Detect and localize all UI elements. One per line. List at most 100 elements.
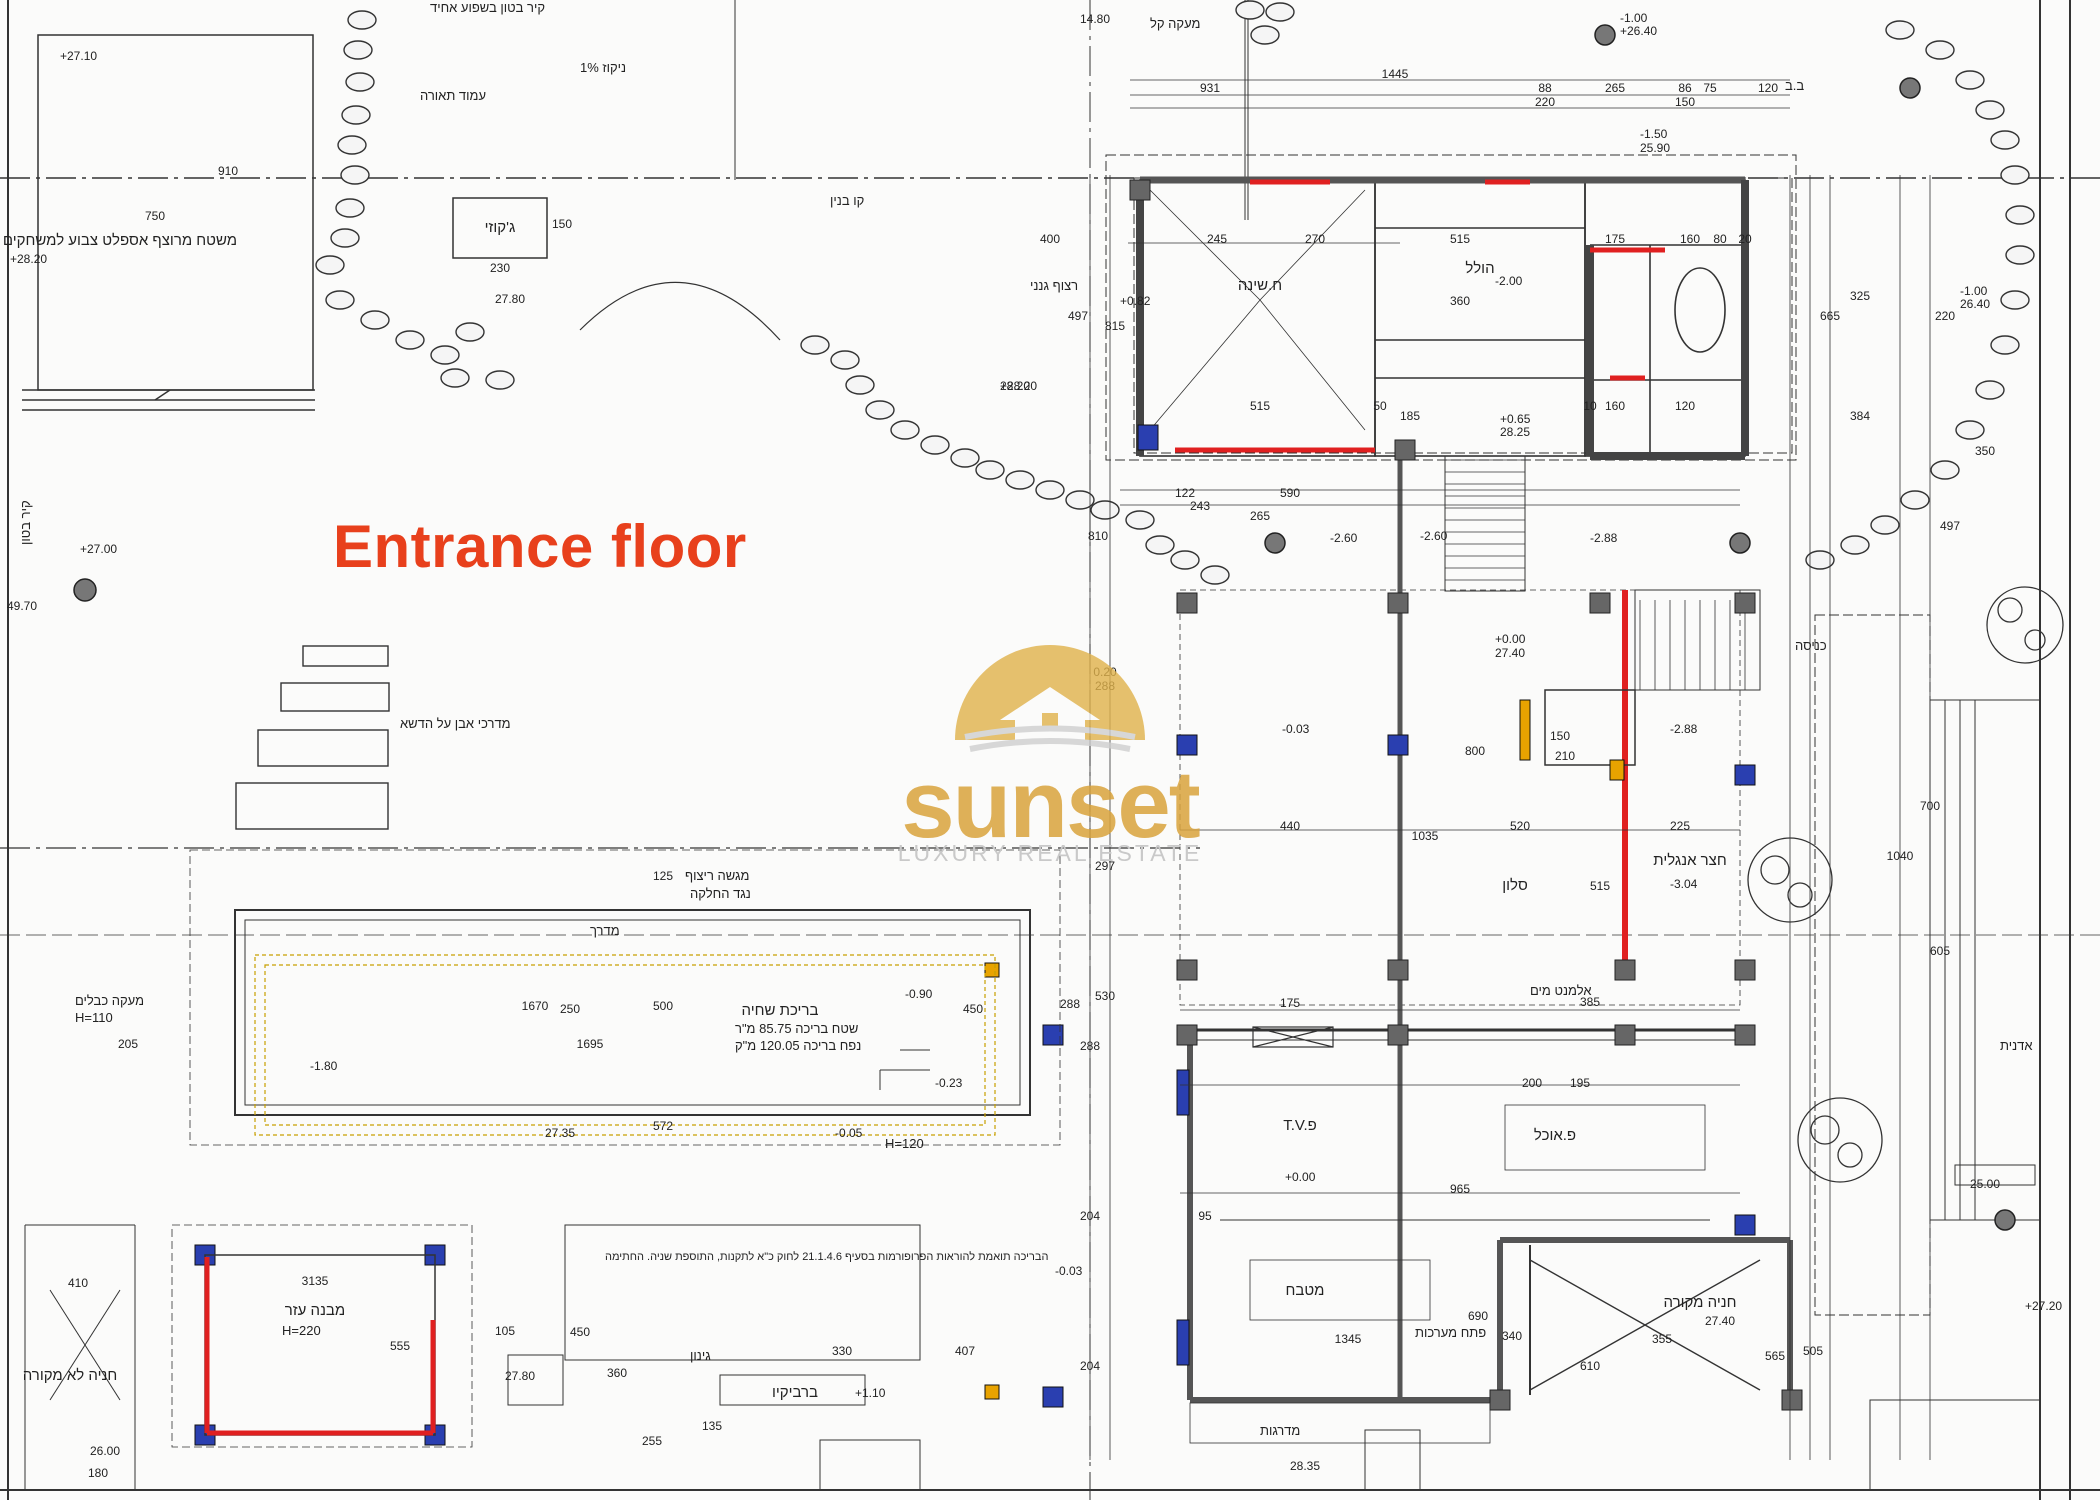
dim-24: 515: [1250, 399, 1270, 413]
elev-6: +26.40: [1620, 24, 1657, 38]
blue-columns: [194, 424, 1756, 1446]
note-bb: ב.ב: [1785, 78, 1804, 93]
elev-31: 27.80: [505, 1369, 535, 1383]
dim-47: 150: [1550, 729, 1570, 743]
dim-1: 1445: [1382, 67, 1409, 81]
elev-21: -3.04: [1670, 877, 1698, 891]
note-cable-railing: מעקה כבלים: [75, 993, 144, 1008]
note-concrete-wall-side: קיר בטון: [18, 500, 33, 545]
dim-87: 297: [1095, 859, 1115, 873]
dim-83: 49.70: [7, 599, 37, 613]
room-label-english-yard: חצר אנגלית: [1653, 852, 1726, 869]
garden-arc-path: [579, 281, 781, 341]
elev-4: 27.80: [495, 292, 525, 306]
note-pool-paving: מגשה ריצוף: [685, 868, 749, 883]
dim-58: 195: [1570, 1076, 1590, 1090]
elev-14: -2.60: [1330, 531, 1358, 545]
elev-24: -0.23: [935, 1076, 963, 1090]
dim-66: 505: [1803, 1344, 1823, 1358]
note-building-line: קו בנין: [830, 193, 864, 208]
note-garden-paving: רצוף גנני: [1030, 278, 1078, 293]
dim-49: 1695: [577, 1037, 604, 1051]
elev-29: 27.40: [1705, 1314, 1735, 1328]
dim-51: 500: [653, 999, 673, 1013]
elev-1: +27.10: [60, 49, 97, 63]
aux-building: [171, 1224, 473, 1448]
note-water-element: אלמנט מים: [1530, 983, 1591, 998]
note-height-aux: H=220: [282, 1323, 321, 1338]
bedroom-roof-lines: [1149, 189, 1366, 431]
elev-25: -0.05: [835, 1126, 863, 1140]
note-systems-opening: פתח מערכות: [1415, 1325, 1486, 1340]
note-labels: קיר בטון בשפוע אחיד עמוד תאורה ניקוז 1% …: [18, 0, 2033, 1438]
dim-30: 185: [1400, 409, 1420, 423]
dim-27: 10: [1583, 399, 1597, 413]
dim-10: 750: [145, 209, 165, 223]
lamp-posts: [73, 24, 2016, 1231]
dim-69: 1040: [1887, 849, 1914, 863]
dim-65: 565: [1765, 1349, 1785, 1363]
dim-76: 360: [607, 1366, 627, 1380]
room-label-aux: מבנה עזר: [285, 1302, 345, 1319]
elev-13: 28.25: [1500, 425, 1530, 439]
elev-23: -1.80: [310, 1059, 338, 1073]
water-element: [1252, 1026, 1334, 1048]
elev-18: 27.40: [1495, 646, 1525, 660]
dim-45: 800: [1465, 744, 1485, 758]
elev-28: +0.00: [1285, 1170, 1316, 1184]
elev-20: -2.88: [1670, 722, 1698, 736]
dim-67: 605: [1930, 944, 1950, 958]
dim-33: 325: [1850, 289, 1870, 303]
dim-54: 572: [653, 1119, 673, 1133]
elev-7: -1.00: [1620, 11, 1648, 25]
elev-27: -0.03: [1055, 1264, 1083, 1278]
dim-78: 255: [642, 1434, 662, 1448]
dim-26: 50: [1373, 399, 1387, 413]
dim-79: 180: [88, 1466, 108, 1480]
dim-39: 810: [1088, 529, 1108, 543]
dim-81: 25.00: [1970, 1177, 2000, 1191]
dim-95: 340: [1502, 1329, 1522, 1343]
dim-48: 250: [560, 1002, 580, 1016]
note-concrete-wall: קיר בטון בשפוע אחיד: [430, 0, 545, 15]
elev-9: 25.90: [1640, 141, 1670, 155]
dim-42: 515: [1590, 879, 1610, 893]
note-stairs: מדרגות: [1260, 1423, 1300, 1438]
dim-44: 1035: [1412, 829, 1439, 843]
dim-52: 450: [963, 1002, 983, 1016]
elev-35: 26.40: [1960, 297, 1990, 311]
dim-57: 200: [1522, 1076, 1542, 1090]
elev-34: -1.00: [1960, 284, 1988, 298]
elev-12: +0.65: [1500, 412, 1531, 426]
room-label-bbq: ברביקיו: [772, 1384, 818, 1401]
dim-64: 610: [1580, 1359, 1600, 1373]
dim-71: 555: [390, 1339, 410, 1353]
room-label-pool: בריכת שחיה: [742, 1002, 819, 1019]
note-planter: אדנית: [2000, 1038, 2033, 1053]
elev-8: -1.50: [1640, 127, 1668, 141]
dim-92: 497: [1940, 519, 1960, 533]
elev-10: +0.82: [1120, 294, 1151, 308]
dim-60: 965: [1450, 1182, 1470, 1196]
brand-name: sunset: [901, 751, 1200, 858]
dim-40: 440: [1280, 819, 1300, 833]
dim-5: 86: [1678, 81, 1692, 95]
elev-16: -2.88: [1590, 531, 1618, 545]
elev-15: -2.60: [1420, 529, 1448, 543]
elev-36: 28.35: [1290, 1459, 1320, 1473]
note-pool-volume: נפח בריכה 120.05 מ"ק: [735, 1038, 861, 1053]
elev-5: +28.20: [1000, 379, 1037, 393]
dim-91: 204: [1080, 1209, 1100, 1223]
dim-31: 665: [1820, 309, 1840, 323]
note-lamp-post: עמוד תאורה: [420, 88, 486, 103]
dimension-lines: [1089, 79, 1931, 1460]
dim-19: 160: [1680, 232, 1700, 246]
dim-68: 700: [1920, 799, 1940, 813]
elev-32: 26.00: [90, 1444, 120, 1458]
note-height-cable: H=110: [75, 1010, 113, 1025]
dim-37: 122: [1175, 486, 1195, 500]
dim-36: 265: [1250, 509, 1270, 523]
main-house-structure: [1179, 455, 1793, 1403]
trees: [1747, 586, 2064, 1183]
